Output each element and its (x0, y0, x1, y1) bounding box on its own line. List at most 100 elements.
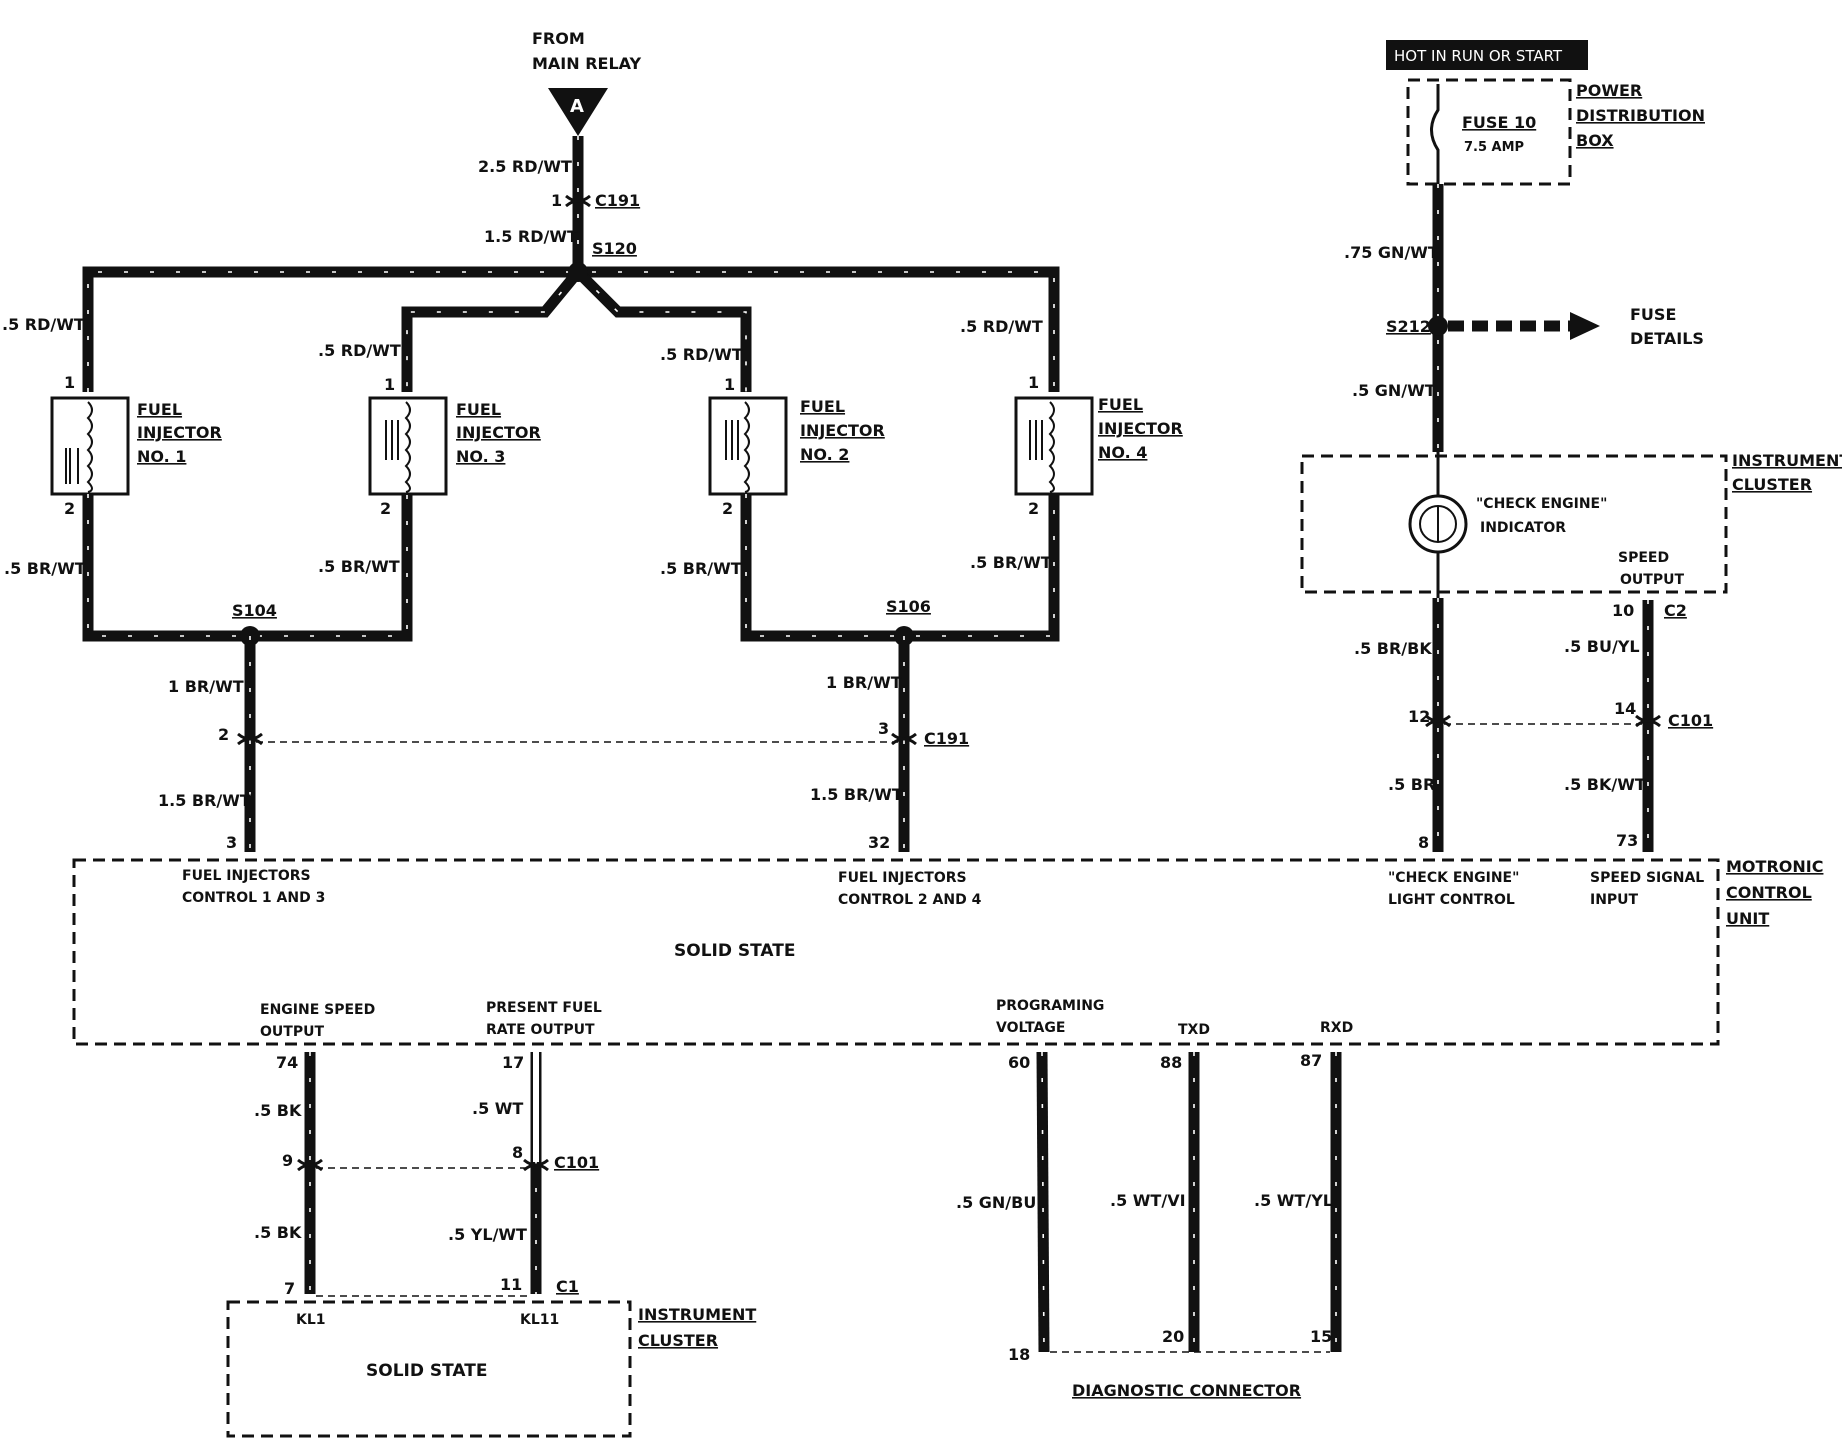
svg-text:INDICATOR: INDICATOR (1480, 520, 1566, 536)
injector1-pin-top: 1 (64, 373, 75, 392)
svg-text:KL11: KL11 (520, 1312, 559, 1328)
injector3-pin-bot: 2 (380, 499, 391, 518)
injector-control-wires: 1 BR/WT 2 1.5 BR/WT 3 1 BR/WT 3 C191 1.5… (158, 636, 969, 852)
svg-text:.5 YL/WT: .5 YL/WT (448, 1225, 527, 1244)
svg-text:60: 60 (1008, 1053, 1030, 1072)
fuel-injector-1: .5 RD/WT 1 FUEL INJECTOR NO. 1 2 .5 BR/W… (2, 315, 222, 578)
svg-text:LIGHT CONTROL: LIGHT CONTROL (1388, 892, 1515, 908)
fuel-injector-3: .5 RD/WT 1 FUEL INJECTOR NO. 3 2 .5 BR/W… (318, 341, 541, 576)
injector1-pin-bot: 2 (64, 499, 75, 518)
svg-text:7: 7 (284, 1279, 295, 1298)
svg-text:FUSE: FUSE (1630, 305, 1676, 324)
svg-text:CLUSTER: CLUSTER (1732, 475, 1812, 494)
svg-text:14: 14 (1614, 699, 1636, 718)
svg-text:DETAILS: DETAILS (1630, 329, 1704, 348)
svg-text:FUEL: FUEL (137, 400, 182, 419)
svg-text:74: 74 (276, 1053, 298, 1072)
injector3-wire-bot: .5 BR/WT (318, 557, 400, 576)
svg-text:3: 3 (226, 833, 237, 852)
svg-text:PRESENT FUEL: PRESENT FUEL (486, 1000, 602, 1016)
svg-text:NO. 1: NO. 1 (137, 447, 186, 466)
svg-text:2: 2 (218, 725, 229, 744)
svg-text:10: 10 (1612, 601, 1634, 620)
hot-in-run-badge (1386, 40, 1588, 70)
svg-text:18: 18 (1008, 1345, 1030, 1364)
svg-text:CLUSTER: CLUSTER (638, 1331, 718, 1350)
svg-text:15: 15 (1310, 1327, 1332, 1346)
svg-text:7.5 AMP: 7.5 AMP (1464, 140, 1524, 155)
svg-text:11: 11 (500, 1275, 522, 1294)
svg-text:FUEL INJECTORS: FUEL INJECTORS (182, 868, 311, 884)
svg-text:INJECTOR: INJECTOR (137, 423, 222, 442)
svg-text:UNIT: UNIT (1726, 909, 1769, 928)
injector2-pin-bot: 2 (722, 499, 733, 518)
svg-text:"CHECK ENGINE": "CHECK ENGINE" (1476, 496, 1607, 512)
instrument-cluster-bottom-box (226, 1300, 632, 1438)
svg-text:.75 GN/WT: .75 GN/WT (1344, 243, 1439, 262)
svg-text:20: 20 (1162, 1327, 1184, 1346)
svg-text:1 BR/WT: 1 BR/WT (168, 677, 244, 696)
svg-text:SPEED SIGNAL: SPEED SIGNAL (1590, 870, 1704, 886)
svg-text:.5 BR/BK: .5 BR/BK (1354, 639, 1432, 658)
svg-text:POWER: POWER (1576, 81, 1642, 100)
svg-text:MOTRONIC: MOTRONIC (1726, 857, 1823, 876)
svg-text:FUEL: FUEL (456, 400, 501, 419)
svg-text:HOT IN RUN OR START: HOT IN RUN OR START (1394, 47, 1563, 65)
splice-s212 (1428, 316, 1448, 336)
injector4-pin-top: 1 (1028, 373, 1039, 392)
injector4-pin-bot: 2 (1028, 499, 1039, 518)
svg-text:ENGINE SPEED: ENGINE SPEED (260, 1002, 375, 1018)
injector3-pin-top: 1 (384, 375, 395, 394)
svg-text:NO. 4: NO. 4 (1098, 443, 1147, 462)
arrow-right-icon (1570, 312, 1600, 340)
svg-text:SPEED: SPEED (1618, 550, 1669, 566)
svg-text:17: 17 (502, 1053, 524, 1072)
svg-text:.5 BK/WT: .5 BK/WT (1564, 775, 1646, 794)
fuel-injector-2: .5 RD/WT 1 FUEL INJECTOR NO. 2 2 .5 BR/W… (660, 345, 885, 578)
connector-c101-top: C101 (1668, 711, 1713, 730)
svg-text:RATE OUTPUT: RATE OUTPUT (486, 1022, 595, 1038)
svg-text:INJECTOR: INJECTOR (1098, 419, 1183, 438)
svg-text:.5 WT/YL: .5 WT/YL (1254, 1191, 1333, 1210)
ecu-solid-state: SOLID STATE (674, 941, 795, 961)
svg-text:NO. 3: NO. 3 (456, 447, 505, 466)
power-distribution: HOT IN RUN OR START FUSE 10 7.5 AMP POWE… (1344, 40, 1705, 452)
svg-text:.5 GN/WT: .5 GN/WT (1352, 381, 1436, 400)
splice-s120 (568, 262, 588, 282)
svg-text:INSTRUMENT: INSTRUMENT (638, 1305, 756, 1324)
injector1-wire-bot: .5 BR/WT (4, 559, 86, 578)
injector2-wire-top: .5 RD/WT (660, 345, 743, 364)
svg-text:.5 WT: .5 WT (472, 1099, 523, 1118)
cluster-ecu-wires: 10 C2 .5 BR/BK .5 BU/YL 12 14 C101 .5 BR… (1354, 598, 1713, 852)
source-label-2: MAIN RELAY (532, 54, 642, 73)
injector4-wire-bot: .5 BR/WT (970, 553, 1052, 572)
diagnostic-connector-label: DIAGNOSTIC CONNECTOR (1072, 1381, 1301, 1400)
injector-return-wires: S104 S106 (82, 494, 1060, 646)
svg-text:"CHECK ENGINE": "CHECK ENGINE" (1388, 870, 1519, 886)
svg-text:.5 GN/BU: .5 GN/BU (956, 1193, 1036, 1212)
svg-text:RXD: RXD (1320, 1020, 1353, 1036)
svg-text:1 BR/WT: 1 BR/WT (826, 673, 902, 692)
top-bus (82, 262, 1060, 392)
splice-s104-label: S104 (232, 601, 277, 620)
motronic-control-unit: MOTRONIC CONTROL UNIT SOLID STATE FUEL I… (72, 857, 1823, 1046)
svg-text:INPUT: INPUT (1590, 892, 1639, 908)
svg-text:87: 87 (1300, 1051, 1322, 1070)
instrument-cluster-top-box (1300, 454, 1728, 594)
svg-text:.5 BK: .5 BK (254, 1101, 302, 1120)
svg-text:.5 BR: .5 BR (1388, 775, 1435, 794)
source-label-1: FROM (532, 29, 585, 48)
svg-text:.5 BU/YL: .5 BU/YL (1564, 637, 1640, 656)
injector4-wire-top: .5 RD/WT (960, 317, 1043, 336)
svg-text:OUTPUT: OUTPUT (1620, 572, 1684, 588)
bottom-wires: 74 .5 BK 9 .5 BK 7 KL1 17 .5 WT 8 C101 .… (254, 1051, 1342, 1400)
svg-text:DISTRIBUTION: DISTRIBUTION (1576, 106, 1705, 125)
svg-text:FUEL INJECTORS: FUEL INJECTORS (838, 870, 967, 886)
wire-label-bus: 1.5 RD/WT (484, 227, 578, 246)
svg-text:OUTPUT: OUTPUT (260, 1024, 324, 1040)
connector-c2: C2 (1664, 601, 1687, 620)
svg-text:1.5 BR/WT: 1.5 BR/WT (158, 791, 251, 810)
source-marker: A (570, 96, 584, 117)
svg-text:8: 8 (1418, 833, 1429, 852)
